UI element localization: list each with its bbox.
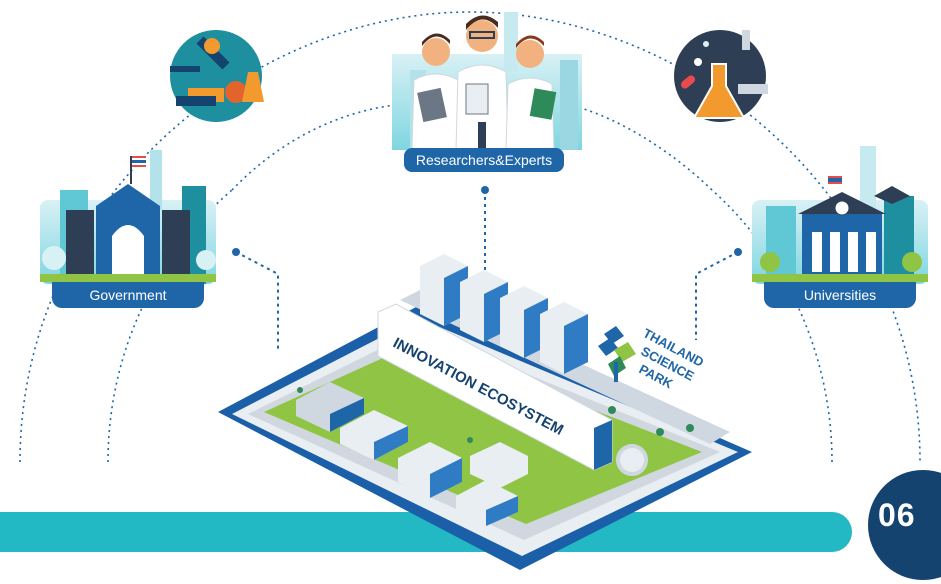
dot-government	[232, 248, 240, 256]
inner-arc-right	[711, 189, 833, 463]
science-park-icon: INNOVATION ECOSYSTEM THAILAND SCIENCE PA…	[218, 254, 752, 570]
connector-government	[235, 251, 279, 352]
arc-right-mid	[563, 103, 713, 191]
lab-flask-icon	[674, 30, 768, 122]
microscope-lab-icon	[170, 30, 264, 122]
park-connectors	[235, 190, 739, 352]
researchers-group-icon	[392, 12, 582, 151]
thailand-flag-icon	[132, 156, 146, 167]
arc-left-mid	[231, 103, 405, 191]
researchers-label: Researchers&Experts	[404, 148, 564, 172]
page-number: 06	[878, 497, 916, 533]
connector-universities	[695, 251, 739, 340]
dot-universities	[734, 248, 742, 256]
government-label: Government	[52, 282, 204, 308]
thailand-science-park-logo: THAILAND SCIENCE PARK	[598, 325, 706, 392]
government-building-icon	[40, 150, 216, 284]
dot-researchers	[481, 186, 489, 194]
office-towers	[420, 254, 588, 374]
university-building-icon	[752, 146, 928, 284]
bottom-band	[0, 512, 852, 552]
universities-label: Universities	[764, 282, 916, 308]
